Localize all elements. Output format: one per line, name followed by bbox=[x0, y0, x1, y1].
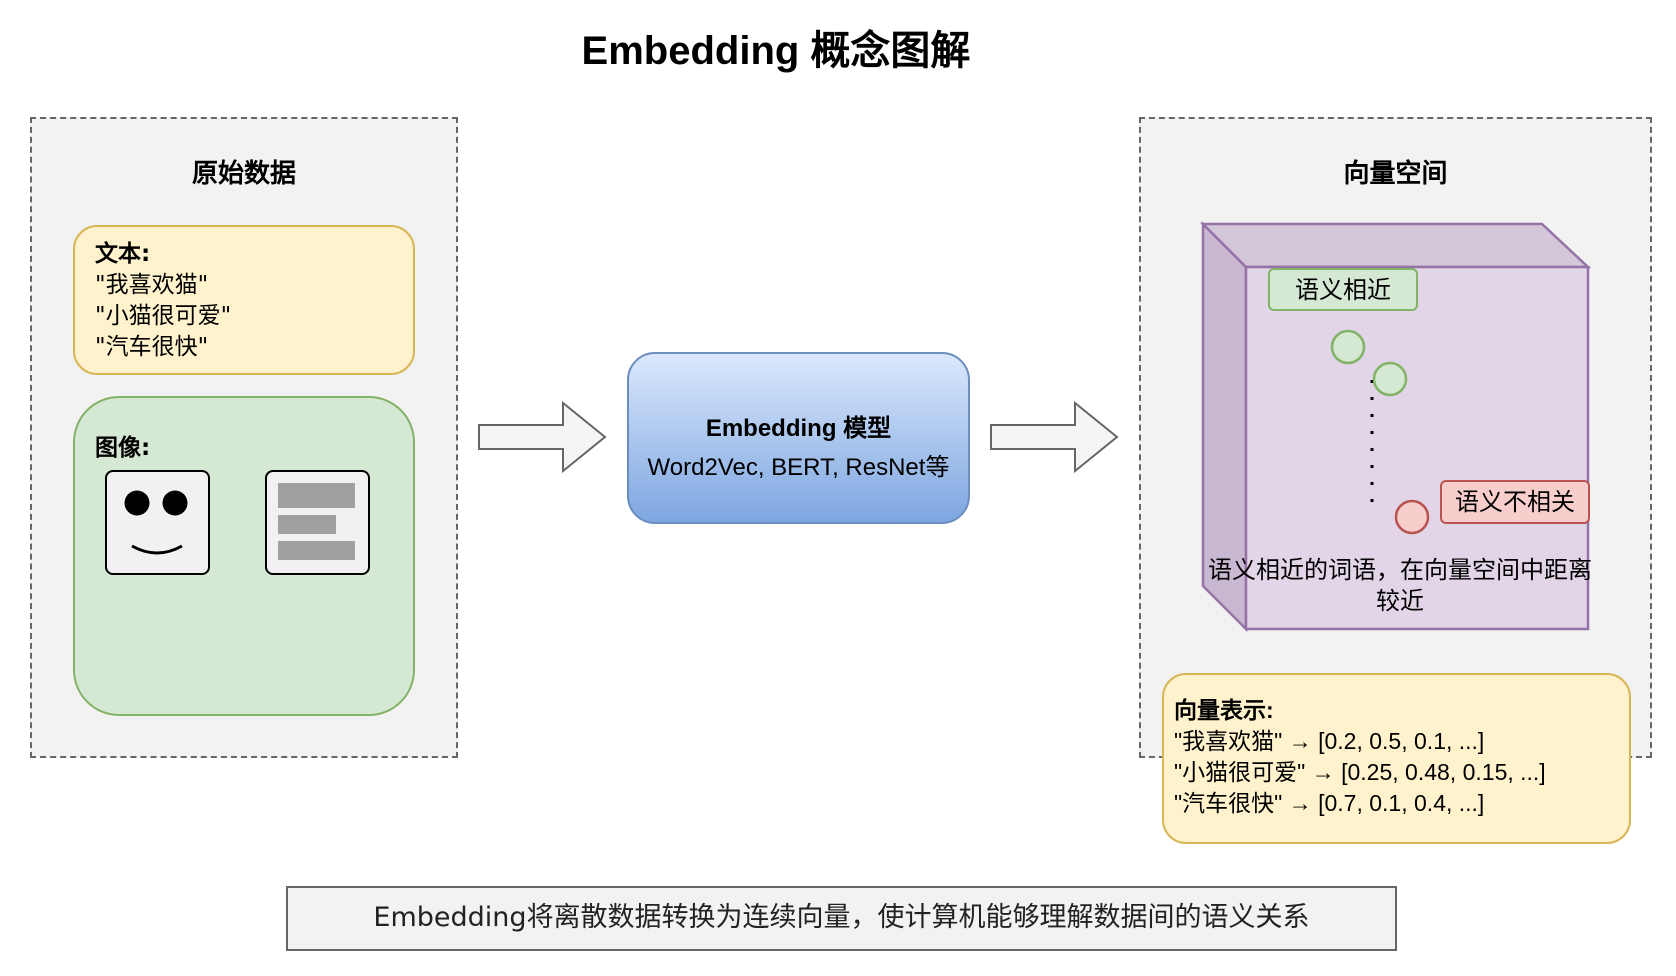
similar-point bbox=[1330, 329, 1366, 365]
document-icon bbox=[265, 470, 370, 575]
model-subtitle: Word2Vec, BERT, ResNet等 bbox=[647, 454, 950, 481]
caption-line: 较近 bbox=[1376, 587, 1424, 615]
vector-heading: 向量表示: bbox=[1174, 697, 1274, 723]
vector-space-caption: 语义相近的词语，在向量空间中距离 较近 bbox=[1180, 555, 1620, 617]
model-title: Embedding 模型 bbox=[705, 415, 892, 442]
similar-label: 语义相近 bbox=[1268, 268, 1418, 311]
text-data-heading: 文本: bbox=[95, 241, 151, 267]
summary-banner: Embedding将离散数据转换为连续向量，使计算机能够理解数据间的语义关系 bbox=[286, 886, 1397, 951]
text-data-box: 文本: "我喜欢猫" "小猫很可爱" "汽车很快" bbox=[73, 225, 415, 375]
caption-line: 语义相近的词语，在向量空间中距离 bbox=[1208, 556, 1592, 584]
vector-line: "小猫很可爱" → [0.25, 0.48, 0.15, ...] bbox=[1174, 759, 1546, 785]
vector-line: "汽车很快" → [0.7, 0.1, 0.4, ...] bbox=[1174, 790, 1485, 816]
smiley-face-icon bbox=[105, 470, 210, 575]
image-data-heading: 图像: bbox=[95, 435, 151, 461]
text-line: "汽车很快" bbox=[95, 334, 209, 360]
right-arrow-icon bbox=[990, 400, 1119, 474]
diagram-title: Embedding 概念图解 bbox=[581, 29, 971, 73]
unrelated-point bbox=[1394, 499, 1430, 535]
raw-data-title: 原始数据 bbox=[191, 159, 296, 189]
vector-representation-box: 向量表示: "我喜欢猫" → [0.2, 0.5, 0.1, ...] "小猫很… bbox=[1162, 673, 1631, 844]
unrelated-label: 语义不相关 bbox=[1440, 480, 1590, 524]
similar-point bbox=[1372, 361, 1408, 397]
vector-space-cube bbox=[1200, 220, 1592, 633]
text-line: "我喜欢猫" bbox=[95, 272, 209, 298]
vector-space-title: 向量空间 bbox=[1343, 159, 1448, 189]
vector-line: "我喜欢猫" → [0.2, 0.5, 0.1, ...] bbox=[1174, 728, 1485, 754]
text-line: "小猫很可爱" bbox=[95, 303, 232, 329]
right-arrow-icon bbox=[478, 400, 607, 474]
embedding-model-box: Embedding 模型 Word2Vec, BERT, ResNet等 bbox=[627, 352, 970, 524]
